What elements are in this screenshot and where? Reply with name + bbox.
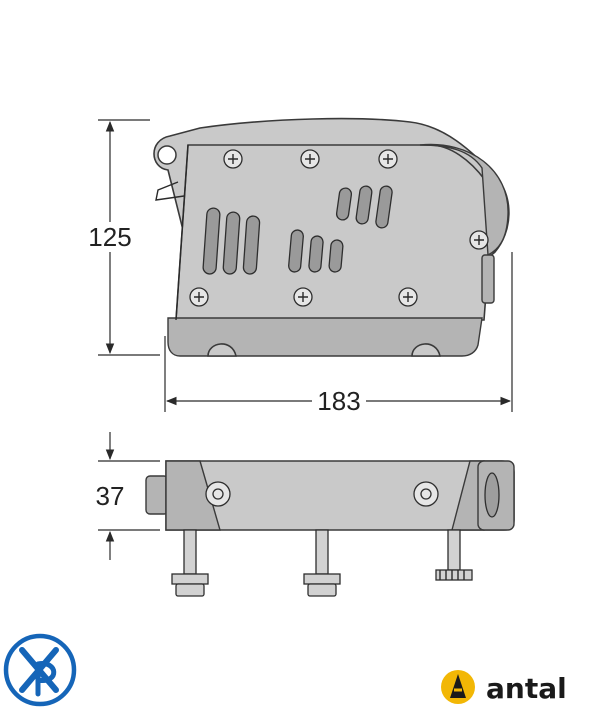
top-screw-right — [413, 481, 439, 507]
slot-group-top — [335, 185, 393, 229]
side-base — [167, 317, 483, 357]
side-end-block — [481, 254, 495, 304]
shackle-eye — [157, 145, 177, 165]
side-drum — [419, 143, 509, 257]
antal-logo: antal — [441, 670, 567, 705]
screw-4 — [469, 230, 489, 250]
bolt-1 — [171, 529, 209, 597]
screw-6 — [293, 287, 313, 307]
screw-2 — [300, 149, 320, 169]
release-lever — [155, 181, 185, 201]
top-screw-left — [205, 481, 231, 507]
side-foot-right — [411, 343, 441, 357]
xp-logo-icon — [3, 633, 77, 707]
top-left-stub — [145, 475, 169, 515]
antal-logo-text: antal — [486, 672, 567, 705]
slot-group-left — [202, 207, 261, 275]
screw-3 — [378, 149, 398, 169]
dimension-depth-label: 37 — [96, 481, 125, 511]
top-bevel-left — [165, 460, 221, 531]
screw-1 — [223, 149, 243, 169]
top-view — [145, 460, 515, 597]
slot-group-middle — [288, 229, 344, 273]
side-face-plate — [175, 144, 491, 321]
bolt-2 — [303, 529, 341, 597]
plate-edge — [175, 144, 189, 321]
dimension-depth: 37 — [96, 432, 160, 560]
side-view — [153, 117, 510, 357]
screw-7 — [398, 287, 418, 307]
screw-5 — [189, 287, 209, 307]
bolt-3 — [435, 529, 473, 581]
dimension-height: 125 — [84, 119, 160, 356]
dimension-width: 183 — [164, 252, 513, 416]
side-foot-left — [207, 343, 237, 357]
top-end-hole — [484, 472, 500, 518]
dimension-width-label: 183 — [317, 386, 360, 416]
antal-logo-icon — [441, 670, 475, 704]
dimension-height-label: 125 — [88, 222, 131, 252]
